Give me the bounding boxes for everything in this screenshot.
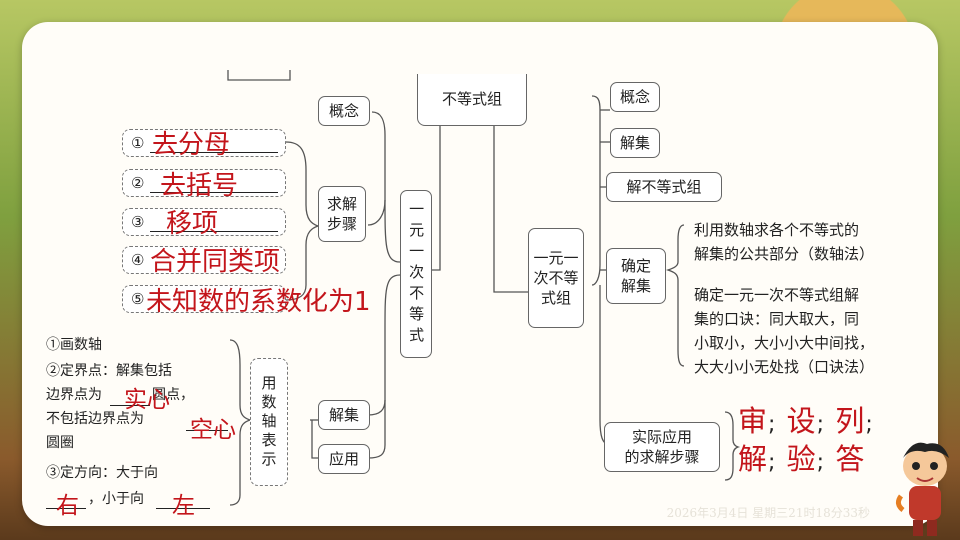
- step-5-answer: 未知数的系数化为1: [146, 287, 371, 317]
- application-answer-row-1: 审; 设; 列;: [738, 404, 874, 438]
- method2-line-3: 小取小，大小小大中间找，: [694, 334, 875, 352]
- nl-blank-solid: [110, 405, 150, 406]
- right-solution-set-label: 解集: [619, 133, 650, 152]
- left-concept-label: 概念: [328, 101, 359, 120]
- answer-yan: 验: [786, 442, 817, 476]
- application-answer-row-2: 解; 验; 答: [738, 442, 866, 476]
- answer-shen: 审: [738, 404, 769, 438]
- left-application-label: 应用: [328, 449, 359, 468]
- cartoon-mascot: [895, 442, 949, 536]
- step-1-num: ①: [131, 134, 145, 152]
- nl-note-3b: 圆点，: [152, 387, 194, 403]
- method1-line-1: 利用数轴求各个不等式的: [694, 221, 860, 239]
- left-solution-set-box: 解集: [318, 400, 370, 430]
- step-3-underline: [150, 231, 278, 232]
- step-1-answer: 去分母: [152, 130, 231, 160]
- inequality-system-label: 一元一次不等式组: [533, 248, 579, 308]
- answer-lie: 列: [835, 404, 866, 438]
- step-1-underline: [150, 152, 278, 153]
- method2-line-1: 确定一元一次不等式组解: [694, 286, 860, 304]
- nl-note-7: ，小于向: [88, 491, 144, 507]
- answer-she: 设: [786, 404, 817, 438]
- step-4-box: ④: [122, 246, 286, 274]
- right-solution-set-box: 解集: [610, 128, 660, 158]
- nl-note-3a: 边界点为: [46, 387, 102, 403]
- application-line-2: 的求解步骤: [624, 448, 700, 466]
- left-solution-set-label: 解集: [328, 405, 359, 424]
- center-title: 不等式组: [441, 90, 502, 109]
- solve-system-label: 解不等式组: [626, 177, 702, 196]
- method2-line-4: 大大小小无处找（口诀法）: [694, 358, 875, 376]
- step-5-box: ⑤: [122, 285, 286, 313]
- method-mnemonic: 确定一元一次不等式组解 集的口诀：同大取大，同 小取小，大小小大中间找， 大大小…: [694, 283, 874, 379]
- method1-line-2: 解集的公共部分（数轴法）: [694, 245, 875, 263]
- method-numberline: 利用数轴求各个不等式的 解集的公共部分（数轴法）: [694, 218, 874, 266]
- linear-inequality-node: 一元一次不等式: [400, 190, 432, 358]
- answer-left: 左: [172, 493, 195, 519]
- answer-da: 答: [835, 442, 866, 476]
- answer-jie: 解: [738, 442, 769, 476]
- left-concept-box: 概念: [318, 96, 370, 126]
- step-2-underline: [150, 192, 278, 193]
- nl-blank-right: [46, 508, 86, 509]
- step-3-num: ③: [131, 213, 145, 231]
- determine-set-label: 确定解集: [621, 256, 652, 295]
- numberline-title-box: 用数轴表示: [250, 358, 288, 486]
- right-concept-box: 概念: [610, 82, 660, 112]
- left-application-box: 应用: [318, 444, 370, 474]
- step-2-answer: 去括号: [160, 171, 239, 201]
- application-steps-box: 实际应用 的求解步骤: [604, 422, 720, 472]
- nl-note-4: 不包括边界点为: [46, 411, 144, 427]
- step-2-num: ②: [131, 174, 145, 192]
- linear-inequality-label: 一元一次不等式: [407, 200, 426, 348]
- answer-right: 右: [56, 493, 79, 519]
- right-concept-label: 概念: [619, 87, 650, 106]
- solve-system-box: 解不等式组: [606, 172, 722, 202]
- nl-blank-hollow: [186, 430, 228, 431]
- answer-solid: 实心: [124, 387, 170, 413]
- determine-set-box: 确定解集: [606, 248, 666, 304]
- center-title-box: 不等式组: [417, 74, 527, 126]
- step-4-answer: 合并同类项: [150, 247, 281, 277]
- step-3-answer: 移项: [166, 209, 219, 239]
- answer-hollow: 空心: [190, 417, 236, 443]
- timestamp: 2026年3月4日 星期三21时18分33秒: [666, 506, 870, 520]
- nl-note-1: ①画数轴: [46, 337, 102, 353]
- step-4-num: ④: [131, 251, 145, 269]
- step-5-num: ⑤: [131, 290, 145, 308]
- nl-note-2: ②定界点：解集包括: [46, 363, 172, 379]
- inequality-system-node: 一元一次不等式组: [528, 228, 584, 328]
- steps-title-label: 求解步骤: [327, 194, 358, 233]
- nl-note-5: 圆圈: [46, 435, 74, 451]
- application-line-1: 实际应用: [631, 427, 692, 446]
- steps-title-box: 求解步骤: [318, 186, 366, 242]
- nl-blank-left: [156, 508, 210, 509]
- nl-note-6: ③定方向：大于向: [46, 465, 158, 481]
- method2-line-2: 集的口诀：同大取大，同: [694, 310, 860, 328]
- numberline-title-label: 用数轴表示: [259, 374, 278, 470]
